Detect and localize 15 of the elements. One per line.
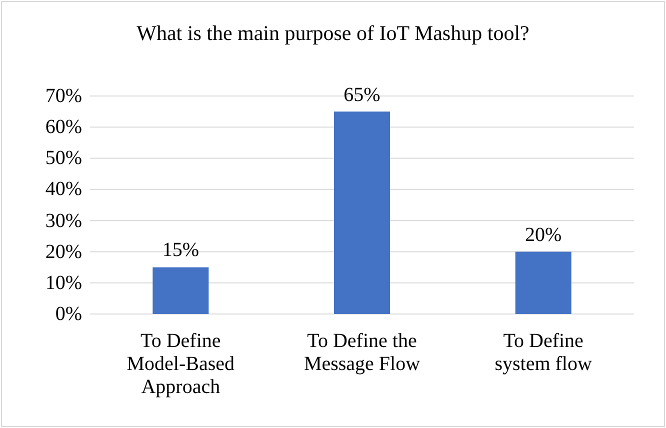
axis-tick-label: 20% [44,240,82,263]
axis-tick-label: 10% [44,272,82,294]
category-label: To Define system flow [494,330,593,376]
axis-tick-label: 70% [44,85,82,107]
axis-tick-label: 30% [44,210,82,232]
category-label: To Define Model-Based Approach [126,330,236,399]
data-label: 20% [524,224,563,246]
chart-title: What is the main purpose of IoT Mashup tool? [136,20,530,46]
axis-tick-label: 0% [54,303,82,325]
category-label: To Define the Message Flow [302,330,422,376]
data-label: 15% [161,239,200,262]
axis-tick-label: 40% [44,178,82,200]
data-label: 65% [342,84,382,106]
axis-tick-label: 60% [44,116,82,138]
axis-tick-label: 50% [44,147,82,170]
